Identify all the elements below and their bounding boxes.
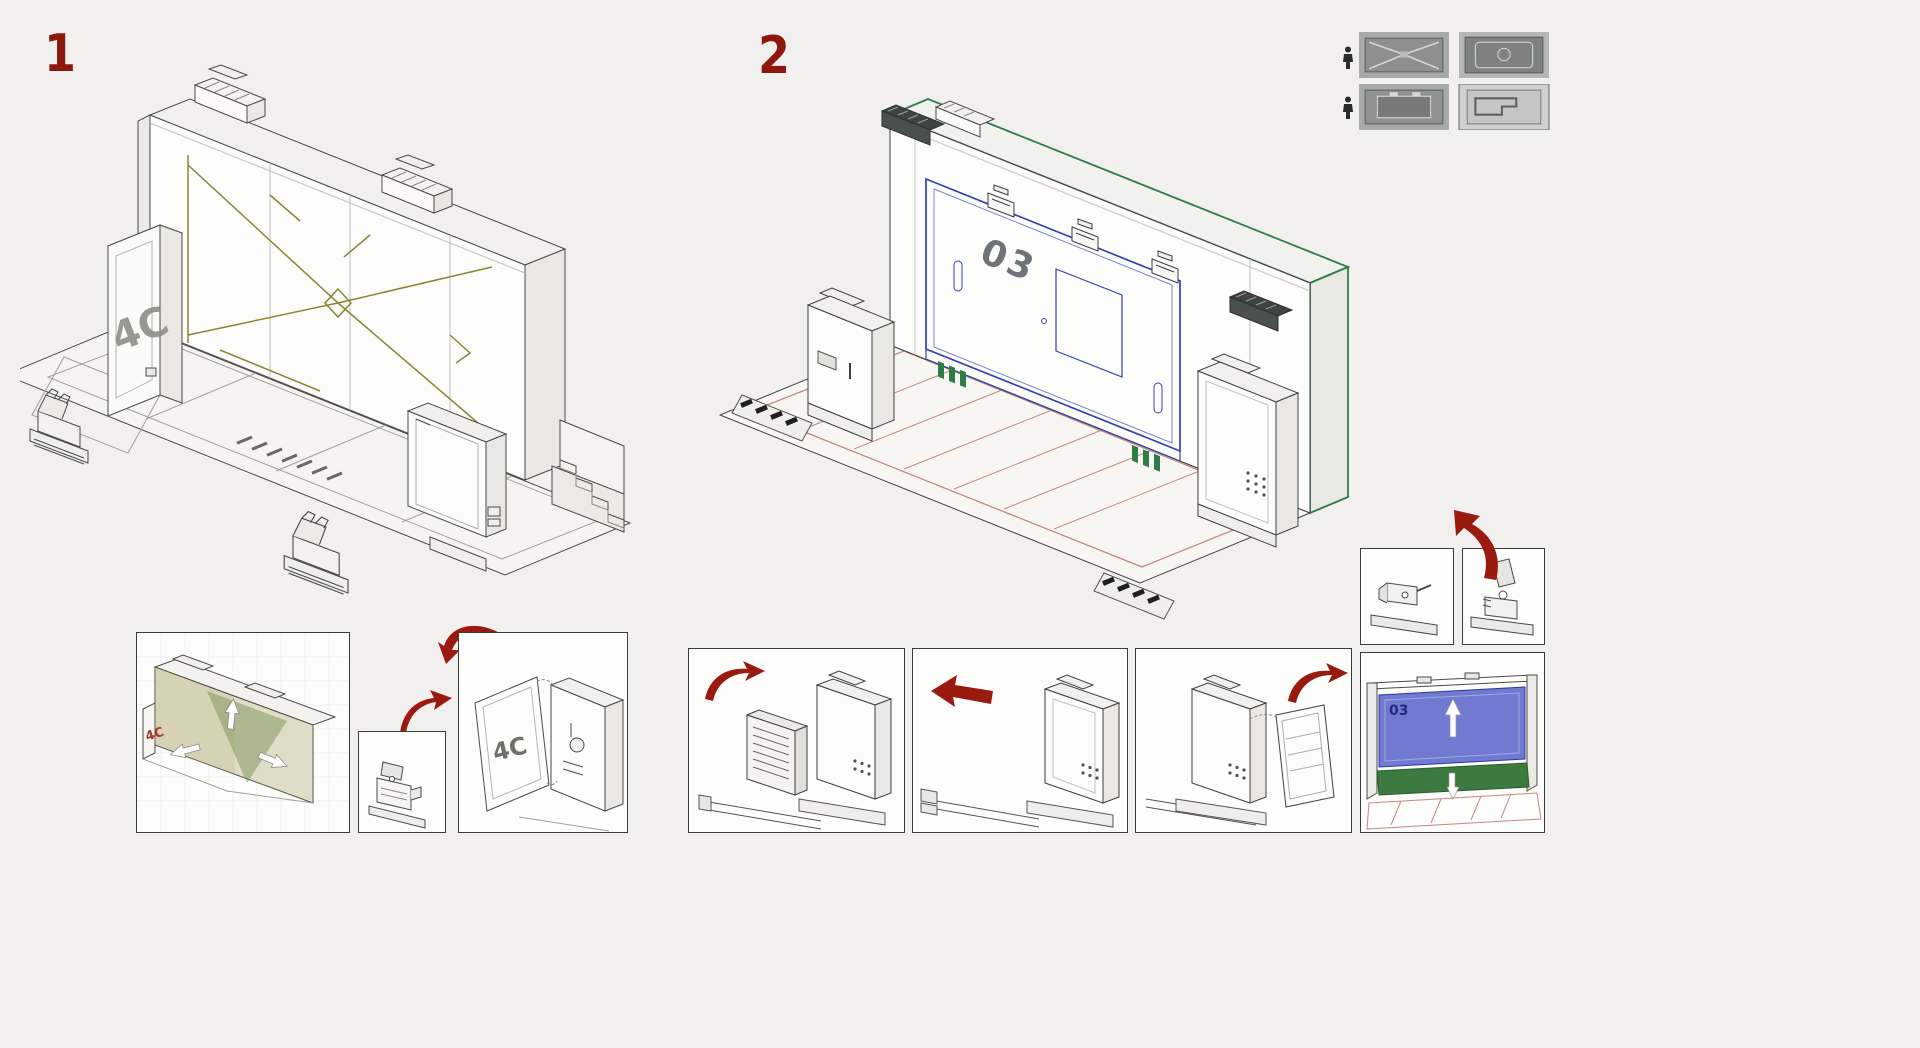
inset-deploy: 4C: [136, 632, 350, 833]
inset-pillar-slide-rails: [920, 788, 1040, 828]
figure2-corner-cap-left: [880, 104, 946, 146]
inset-latch-device: [358, 731, 446, 833]
inset-deploy-wall: [142, 654, 337, 804]
figure2-green-vents: [938, 361, 1160, 472]
inset-deploy-label: 4C: [144, 725, 166, 745]
inset-panel-lift: 03: [1360, 652, 1545, 833]
thumbnail-variant-1: [1358, 32, 1450, 78]
figure2-tread-bottom: [1093, 572, 1175, 620]
inset-module-insert-module: [745, 709, 809, 796]
figure1-wall: [137, 98, 567, 481]
figure2-hinge-tabs: [987, 184, 1179, 284]
figure1-drawing: 4C: [20, 64, 632, 595]
inset-door-open: 4C: [458, 632, 628, 833]
figure2-left-pillar: [806, 287, 896, 442]
inset-latch-device-drawing: [368, 761, 426, 829]
inset-cover-open-pillar: [1190, 674, 1268, 804]
figure1-clamp-front-center: [283, 510, 349, 595]
inset-cover-open-door: [1249, 704, 1335, 808]
inset-panel-lift-base: [1376, 762, 1530, 800]
arrow-lift-up-icon: [1454, 510, 1498, 580]
inset-latch-closed: [1360, 548, 1454, 645]
figure2-right-pillar-vent-dots: [1246, 471, 1266, 497]
figure1-roof-latch-1: [193, 64, 267, 124]
inset-panel-lift-floor: [1366, 792, 1542, 830]
inset-module-insert-rails: [698, 794, 822, 830]
figure1-olive-truss: [187, 155, 493, 436]
thumbnail-variant-4: [1458, 84, 1550, 130]
figure2-drawing: 03: [718, 98, 1351, 620]
arrow-flip-up-icon: [400, 690, 452, 734]
scale-figure-2: [1341, 96, 1355, 120]
inset-latch-open-drawing: [1470, 558, 1534, 636]
inset-latch-open: [1462, 548, 1545, 645]
inset-door-open-door: 4C: [474, 676, 558, 812]
inset-panel-lift-label: 03: [1389, 703, 1408, 719]
arrow-swing-left-icon: [438, 625, 498, 664]
figure1-left-pillar: 4C: [105, 224, 184, 417]
inset-latch-closed-drawing: [1370, 582, 1438, 636]
inset-door-open-pillar: [518, 677, 625, 832]
figure1-clamp-front-left: [29, 388, 89, 465]
figure2-tread-left: [731, 394, 813, 442]
inset-cover-open: [1135, 648, 1352, 833]
inset-panel-lift-frame: [1366, 672, 1538, 800]
inset-panel-lift-door: 03: [1378, 686, 1526, 768]
figure1-number: 1: [44, 22, 76, 84]
figure1-center-pillar: [406, 402, 508, 572]
figure2-number: 2: [758, 24, 790, 86]
figure2-roof-box: [934, 100, 996, 138]
figure1-stair-block: [551, 419, 625, 533]
inset-deploy-white-arrows: [169, 698, 288, 768]
thumbnail-variant-2: [1458, 32, 1550, 78]
thumbnail-variant-3: [1358, 84, 1450, 130]
figure1-floor-ladder: [236, 435, 343, 481]
arrow-panel-up-icon: [1444, 698, 1462, 738]
figure2-corner-cap-right: [1228, 290, 1294, 332]
arrow-slide-left-icon: [931, 675, 993, 707]
inset-module-insert-pillar: [815, 670, 893, 800]
inset-pillar-slide-pillar: [1043, 674, 1121, 804]
inset-pillar-slide: [912, 648, 1128, 833]
figure1-roof-latch-2: [380, 154, 454, 214]
arrow-open-right-icon: [1288, 663, 1348, 703]
arrow-insert-right-icon: [705, 661, 765, 701]
arrow-panel-down-icon: [1446, 772, 1460, 800]
figure2-right-pillar: [1196, 353, 1300, 548]
inset-module-insert: [688, 648, 905, 833]
scale-figure-1: [1341, 46, 1355, 70]
